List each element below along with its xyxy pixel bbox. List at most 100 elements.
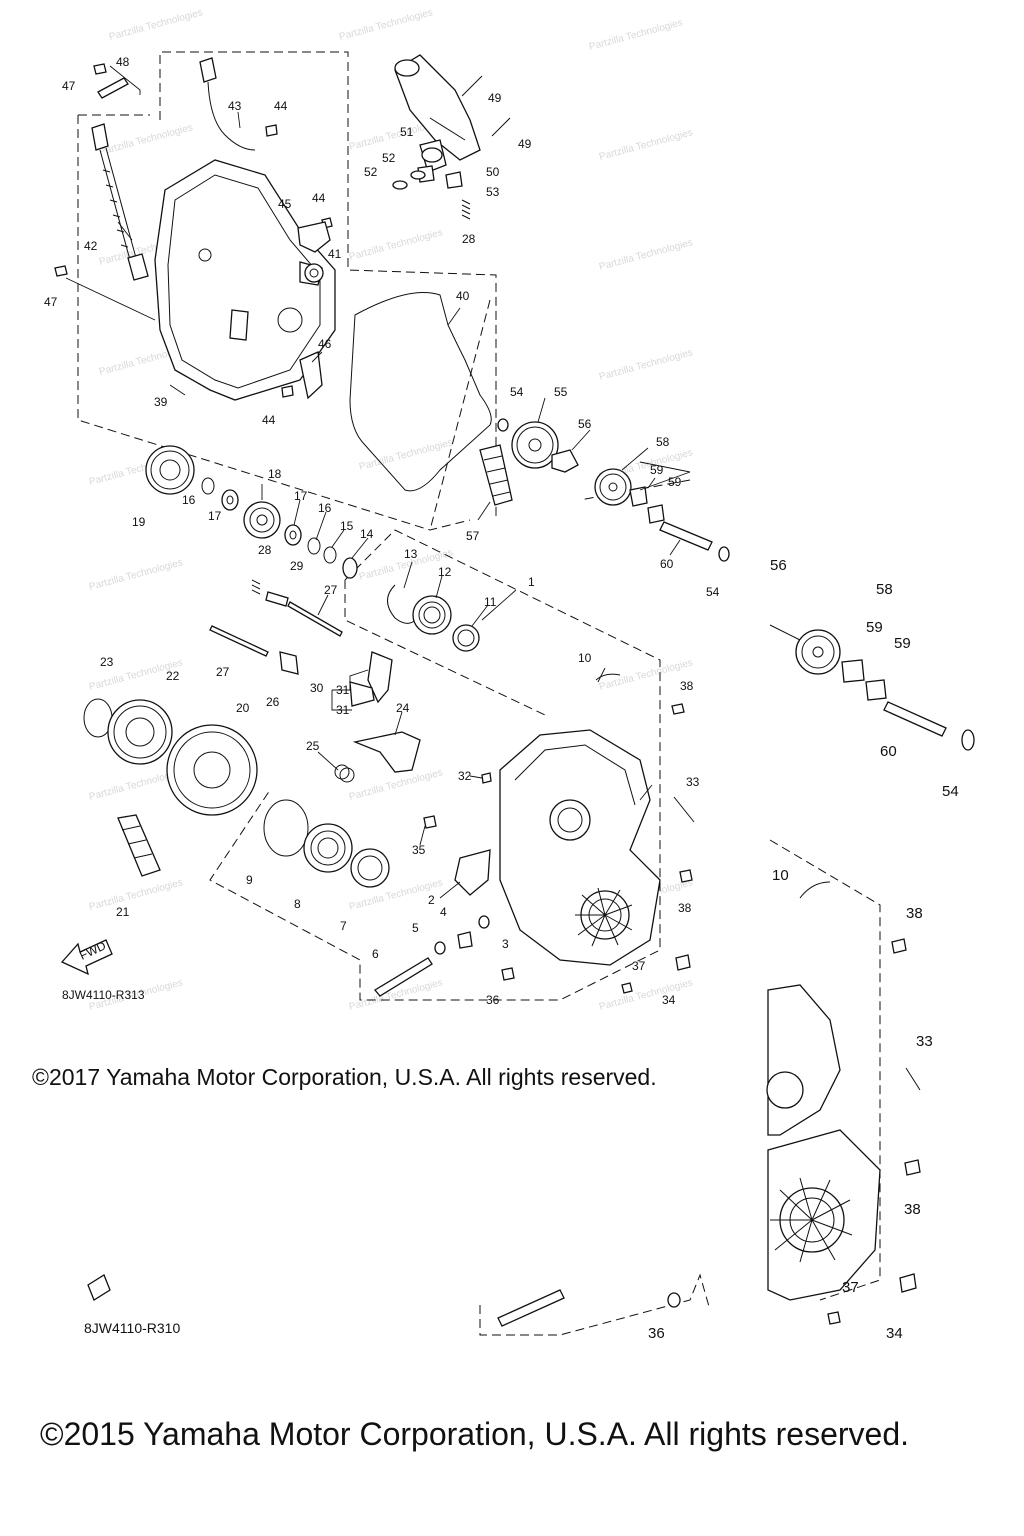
small-parts-upper — [54, 63, 511, 400]
callout: 32 — [458, 769, 472, 783]
part-56a — [551, 449, 579, 473]
circlip-15 — [323, 546, 337, 564]
gear-22 — [107, 699, 173, 765]
gear-18 — [243, 501, 281, 539]
callout: 59 — [866, 619, 883, 636]
washer-14 — [342, 557, 358, 579]
callout: 54 — [510, 385, 524, 399]
callout: 47 — [62, 79, 76, 93]
copyright-main: ©2015 Yamaha Motor Corporation, U.S.A. A… — [40, 1416, 910, 1452]
callout: 28 — [462, 232, 476, 246]
callout: 55 — [554, 385, 568, 399]
washer-54a — [497, 418, 509, 432]
callout: 30 — [310, 681, 324, 695]
callout: 1 — [528, 575, 535, 589]
callout: 4 — [440, 905, 447, 919]
gear-19 — [145, 445, 195, 495]
callout: 48 — [116, 55, 130, 69]
watermark: Partzilla Technologies — [88, 877, 184, 913]
callout: 27 — [324, 583, 338, 597]
callout: 60 — [880, 743, 897, 760]
callout: 49 — [488, 91, 502, 105]
callout: 10 — [578, 651, 592, 665]
callout: 27 — [216, 665, 230, 679]
watermark: Partzilla Technologies — [98, 122, 194, 158]
chain-21 — [117, 814, 161, 877]
callout: 38 — [906, 905, 923, 922]
callout: 59 — [668, 475, 682, 489]
callout: 56 — [578, 417, 592, 431]
bearing-8 — [303, 823, 353, 873]
pin-29 — [265, 591, 289, 607]
callout: 34 — [886, 1325, 903, 1342]
callout: 12 — [438, 565, 452, 579]
callout: 51 — [400, 125, 414, 139]
callout: 59 — [894, 635, 911, 652]
spring-25 — [334, 764, 355, 783]
callout: 28 — [258, 543, 272, 557]
copyright-inset: ©2017 Yamaha Motor Corporation, U.S.A. A… — [32, 1064, 657, 1090]
callout: 47 — [44, 295, 58, 309]
watermark: Partzilla Technologies — [598, 977, 694, 1013]
callout: 16 — [318, 501, 332, 515]
callout-labels: 47 48 43 44 49 49 51 52 52 50 53 28 44 4… — [44, 55, 959, 1342]
watermark: Partzilla Technologies — [598, 237, 694, 273]
callout: 38 — [680, 679, 694, 693]
inset-right — [87, 624, 975, 1327]
lever-24 — [352, 731, 421, 773]
callout: 37 — [842, 1279, 859, 1296]
callout: 17 — [294, 489, 308, 503]
callout: 38 — [904, 1201, 921, 1218]
watermark: Partzilla Technologies — [598, 347, 694, 383]
callout: 34 — [662, 993, 676, 1007]
callout: 36 — [648, 1325, 665, 1342]
gear-58a — [594, 468, 632, 506]
callout: 39 — [154, 395, 168, 409]
callout: 57 — [466, 529, 480, 543]
callout: 19 — [132, 515, 146, 529]
callout: 10 — [772, 867, 789, 884]
callout: 49 — [518, 137, 532, 151]
spring-28b — [251, 579, 261, 595]
callout: 15 — [340, 519, 354, 533]
callout: 53 — [486, 185, 500, 199]
callout: 52 — [382, 151, 396, 165]
callout: 44 — [312, 191, 326, 205]
gear-20 — [166, 724, 258, 816]
bearing-12 — [412, 595, 452, 635]
watermark: Partzilla Technologies — [108, 7, 204, 43]
callout: 22 — [166, 669, 180, 683]
callout: 44 — [262, 413, 276, 427]
circlip-16b — [307, 537, 321, 555]
shafts-27 — [209, 601, 343, 657]
callout: 6 — [372, 947, 379, 961]
leader-lines — [65, 65, 691, 899]
callout: 14 — [360, 527, 374, 541]
fwd-arrow-icon: FWD — [60, 938, 113, 976]
callout: 54 — [942, 783, 959, 800]
callout: 44 — [274, 99, 288, 113]
seal-11 — [452, 624, 480, 652]
callout: 58 — [656, 435, 670, 449]
callout: 54 — [706, 585, 720, 599]
callout: 33 — [916, 1033, 933, 1050]
callout: 46 — [318, 337, 332, 351]
callout: 20 — [236, 701, 250, 715]
callout: 45 — [278, 197, 292, 211]
callout: 17 — [208, 509, 222, 523]
seal-7 — [350, 848, 390, 888]
gearcase-1 — [454, 729, 661, 966]
callout: 13 — [404, 547, 418, 561]
bushing-59a — [629, 486, 665, 524]
watermark: Partzilla Technologies — [598, 127, 694, 163]
washer-17a — [221, 489, 239, 511]
callout: 40 — [456, 289, 470, 303]
callout: 26 — [266, 695, 280, 709]
callout: 33 — [686, 775, 700, 789]
washer-54b — [718, 546, 730, 562]
washer-17b — [284, 524, 302, 546]
callout: 38 — [678, 901, 692, 915]
cable-42 — [91, 123, 149, 281]
callout: 36 — [486, 993, 500, 1007]
